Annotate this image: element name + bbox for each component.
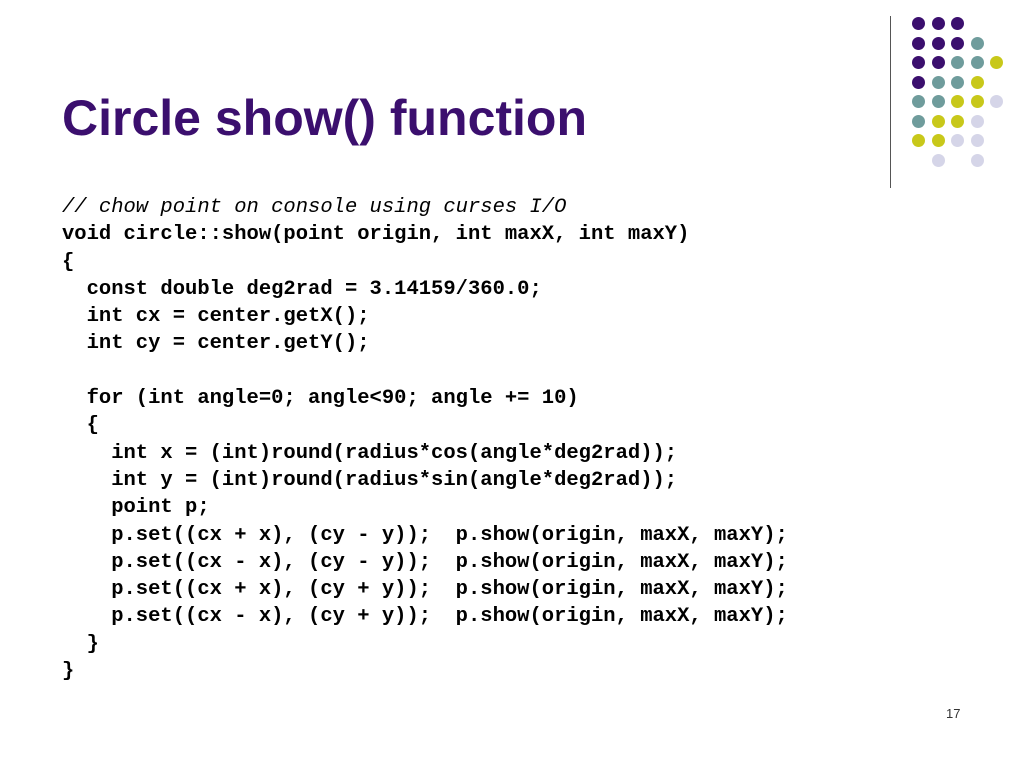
code-line: p.set((cx + x), (cy + y)); p.show(origin… xyxy=(62,578,788,602)
decorative-dot xyxy=(912,36,925,50)
decorative-dot xyxy=(912,17,925,30)
code-line: void circle::show(point origin, int maxX… xyxy=(62,223,690,247)
code-line: { xyxy=(62,250,75,274)
decorative-dot xyxy=(951,56,964,69)
decorative-dot xyxy=(931,56,945,69)
decorative-dot xyxy=(970,75,984,89)
decorative-dot xyxy=(951,114,964,128)
decorative-dot xyxy=(951,95,964,108)
code-line: for (int angle=0; angle<90; angle += 10) xyxy=(62,387,579,411)
code-line: int y = (int)round(radius*sin(angle*deg2… xyxy=(62,468,678,492)
code-line: point p; xyxy=(62,496,210,520)
code-line: int cx = center.getX(); xyxy=(62,305,370,329)
code-block: // chow point on console using curses I/… xyxy=(62,194,788,685)
decorative-dot xyxy=(970,134,984,147)
vertical-divider xyxy=(890,16,891,188)
decorative-dot xyxy=(951,17,964,30)
code-line: { xyxy=(62,414,99,438)
code-line: p.set((cx + x), (cy - y)); p.show(origin… xyxy=(62,523,788,547)
page-number: 17 xyxy=(946,706,961,721)
code-line: } xyxy=(62,660,75,684)
code-line: int cy = center.getY(); xyxy=(62,332,370,356)
decorative-dot xyxy=(970,153,984,167)
decorative-dot xyxy=(931,75,945,89)
decorative-dot xyxy=(990,56,1003,69)
decorative-dot xyxy=(951,36,964,50)
decorative-dot xyxy=(912,75,925,89)
code-comment: // chow point on console using curses I/… xyxy=(62,196,567,219)
decorative-dot xyxy=(931,95,945,108)
code-line: p.set((cx - x), (cy - y)); p.show(origin… xyxy=(62,550,788,574)
slide-title: Circle show() function xyxy=(62,90,587,146)
code-line: const double deg2rad = 3.14159/360.0; xyxy=(62,277,542,301)
decorative-dot xyxy=(970,36,984,50)
decorative-dot xyxy=(931,114,945,128)
decorative-dot xyxy=(912,95,925,108)
code-line: } xyxy=(62,632,99,656)
decorative-dot xyxy=(931,17,945,30)
decorative-dot xyxy=(970,56,984,69)
decorative-dot xyxy=(990,95,1003,108)
decorative-dot xyxy=(951,134,964,147)
code-line: p.set((cx - x), (cy + y)); p.show(origin… xyxy=(62,605,788,629)
decorative-dot xyxy=(970,95,984,108)
decorative-dot xyxy=(912,56,925,69)
decorative-dot xyxy=(970,114,984,128)
decorative-dot xyxy=(951,75,964,89)
decorative-dot xyxy=(931,134,945,147)
decorative-dot xyxy=(931,36,945,50)
decorative-dot xyxy=(912,114,925,128)
code-line: int x = (int)round(radius*cos(angle*deg2… xyxy=(62,441,678,465)
code-line xyxy=(62,358,788,385)
decorative-dot xyxy=(912,134,925,147)
decorative-dot xyxy=(931,153,945,167)
